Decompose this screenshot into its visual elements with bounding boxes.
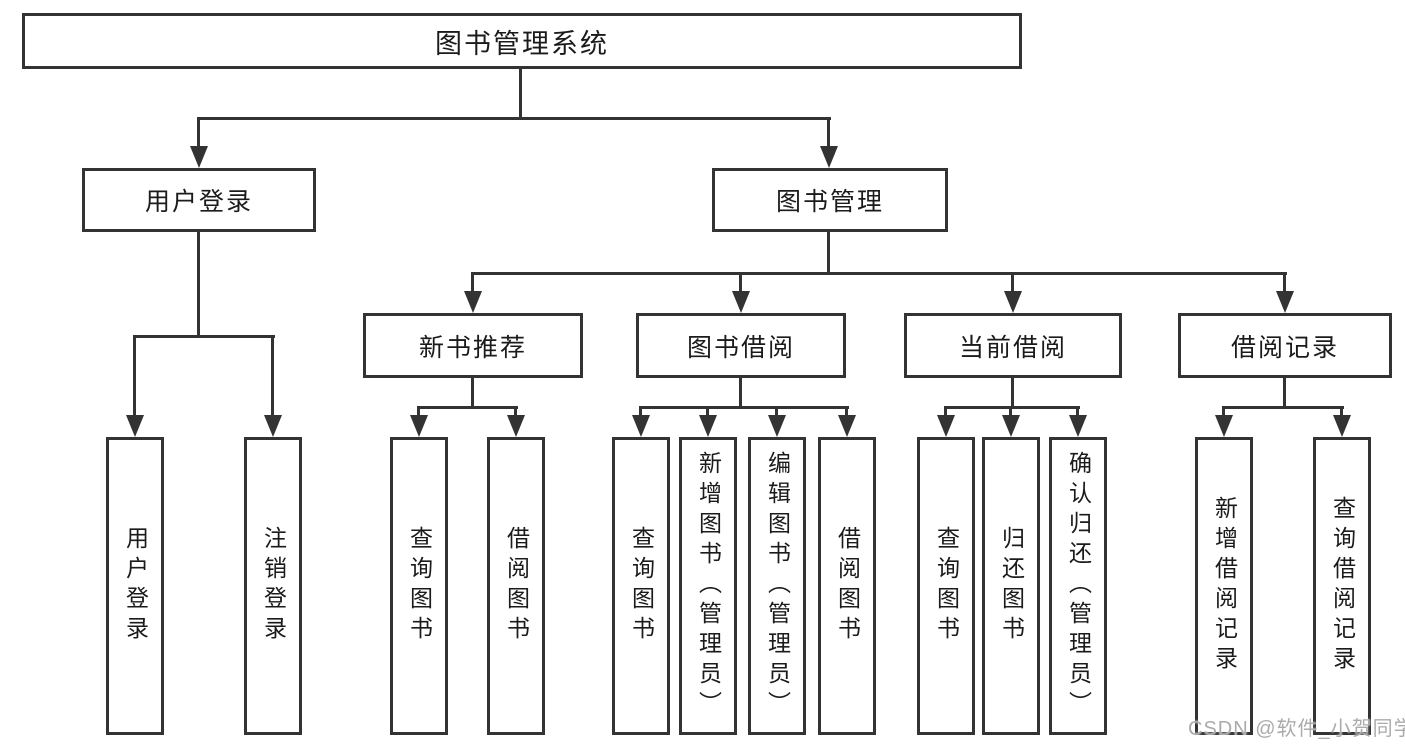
arrow-to-book-borrowing	[731, 272, 750, 313]
node-book-management-label: 图书管理	[775, 188, 884, 216]
arrow-to-borrowing-records	[1275, 272, 1294, 313]
node-user-login: 用户登录	[82, 168, 316, 232]
leaf-query-books-current: 查询图书	[917, 437, 975, 735]
arrow-to-user-login	[189, 117, 208, 168]
arrow-to-leaf-add-record	[1214, 406, 1233, 437]
node-borrowing-records: 借阅记录	[1178, 313, 1392, 378]
node-borrowing-records-label: 借阅记录	[1230, 333, 1339, 362]
arrow-to-leaf-borrow-recommend	[506, 406, 525, 437]
leaf-confirm-return-admin: 确认归还（管理员）	[1049, 437, 1107, 735]
leaf-logout: 注销登录	[244, 437, 302, 735]
arrow-to-leaf-confirm-return	[1068, 406, 1087, 437]
leaf-logout-label: 注销登录	[260, 526, 287, 646]
connector-recommend-stem	[471, 378, 474, 409]
leaf-query-books-current-label: 查询图书	[933, 526, 960, 646]
arrow-to-leaf-return-books	[1001, 406, 1020, 437]
node-new-book-recommendation: 新书推荐	[363, 313, 583, 378]
leaf-query-books-recommend: 查询图书	[390, 437, 448, 735]
node-new-book-recommendation-label: 新书推荐	[418, 333, 527, 362]
arrow-to-leaf-user-login	[125, 335, 144, 437]
node-book-borrowing: 图书借阅	[636, 313, 846, 378]
leaf-borrow-books-recommend-label: 借阅图书	[503, 526, 530, 646]
connector-root-stem	[519, 69, 522, 119]
leaf-query-books-borrow: 查询图书	[612, 437, 670, 735]
arrow-to-leaf-borrow-books	[837, 406, 856, 437]
node-book-borrowing-label: 图书借阅	[686, 333, 795, 362]
leaf-user-login: 用户登录	[106, 437, 164, 735]
node-root-label: 图书管理系统	[435, 28, 609, 59]
node-current-borrowing: 当前借阅	[904, 313, 1122, 378]
leaf-borrow-books-label: 借阅图书	[834, 526, 861, 646]
leaf-add-books-admin-label: 新增图书（管理员）	[695, 451, 722, 721]
node-root: 图书管理系统	[22, 13, 1022, 69]
leaf-return-books: 归还图书	[982, 437, 1040, 735]
leaf-query-borrow-record-label: 查询借阅记录	[1329, 496, 1356, 676]
arrow-to-leaf-query-recommend	[409, 406, 428, 437]
leaf-borrow-books-recommend: 借阅图书	[487, 437, 545, 735]
connector-borrow-stem	[739, 378, 742, 409]
leaf-confirm-return-admin-label: 确认归还（管理员）	[1065, 451, 1092, 721]
arrow-to-book-management	[819, 117, 838, 168]
connector-current-stem	[1011, 378, 1014, 409]
leaf-query-books-borrow-label: 查询图书	[628, 526, 655, 646]
connector-current-rail	[944, 406, 1080, 409]
connector-user-login-stem	[197, 232, 200, 337]
connector-records-rail	[1222, 406, 1344, 409]
node-book-management: 图书管理	[712, 168, 948, 232]
arrow-to-leaf-add-books	[698, 406, 717, 437]
leaf-query-books-recommend-label: 查询图书	[406, 526, 433, 646]
leaf-borrow-books: 借阅图书	[818, 437, 876, 735]
leaf-edit-books-admin: 编辑图书（管理员）	[748, 437, 806, 735]
leaf-edit-books-admin-label: 编辑图书（管理员）	[764, 451, 791, 721]
connector-level3-rail	[471, 272, 1287, 275]
node-user-login-label: 用户登录	[144, 188, 253, 216]
leaf-query-borrow-record: 查询借阅记录	[1313, 437, 1371, 735]
arrow-to-leaf-query-current	[936, 406, 955, 437]
leaf-add-borrow-record-label: 新增借阅记录	[1211, 496, 1238, 676]
connector-login-rail	[133, 335, 275, 338]
arrow-to-new-book-recommendation	[463, 272, 482, 313]
csdn-watermark: CSDN @软件_小贺同学	[1188, 718, 1405, 740]
arrow-to-current-borrowing	[1003, 272, 1022, 313]
node-current-borrowing-label: 当前借阅	[958, 333, 1067, 362]
leaf-user-login-label: 用户登录	[122, 526, 149, 646]
connector-borrow-rail	[639, 406, 849, 409]
arrow-to-leaf-edit-books	[767, 406, 786, 437]
leaf-add-books-admin: 新增图书（管理员）	[679, 437, 737, 735]
connector-level2-rail	[197, 117, 831, 120]
connector-records-stem	[1283, 378, 1286, 409]
arrow-to-leaf-query-borrow	[631, 406, 650, 437]
arrow-to-leaf-query-record	[1332, 406, 1351, 437]
arrow-to-leaf-logout	[263, 335, 282, 437]
connector-recommend-rail	[417, 406, 518, 409]
leaf-add-borrow-record: 新增借阅记录	[1195, 437, 1253, 735]
connector-book-management-stem	[827, 232, 830, 275]
leaf-return-books-label: 归还图书	[998, 526, 1025, 646]
